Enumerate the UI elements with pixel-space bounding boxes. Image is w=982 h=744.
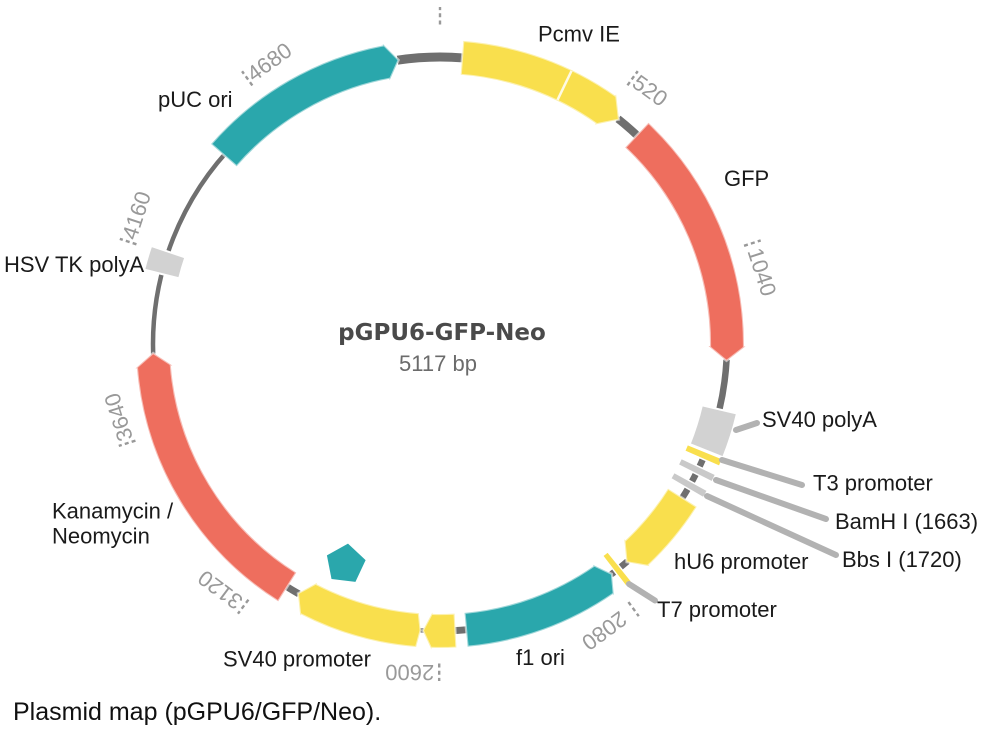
feature-label-hsv-tk-polya: HSV TK polyA: [4, 252, 145, 277]
feature-label-pcmv-ie: Pcmv IE: [538, 22, 620, 47]
tick-label-4160: 4160: [117, 188, 156, 242]
tick-label-520: 520: [628, 70, 672, 112]
feature-hu6-promoter: [622, 487, 699, 568]
feature-sv40-polya: [688, 404, 739, 459]
feature-label-bbsi-site: Bbs I (1720): [842, 547, 962, 572]
feature-hsv-tk-polya: [143, 244, 187, 280]
feature-sv40-promoter-arrow: [421, 611, 458, 650]
tick-3640: [118, 439, 136, 448]
feature-sv40-promoter: [296, 580, 422, 649]
tick-label-2600: 2600: [385, 660, 434, 685]
feature-label-t7-promoter: T7 promoter: [657, 597, 777, 622]
backbone-connector-0: [396, 52, 464, 65]
feature-puc-ori: [209, 40, 401, 168]
feature-label-t3-promoter: T3 promoter: [813, 471, 933, 496]
feature-label-f1-ori: f1 ori: [516, 645, 565, 670]
label-leader-lines: [626, 420, 839, 604]
backbone-connector-2: [715, 359, 730, 412]
plasmid-size: 5117 bp: [399, 351, 477, 376]
tick-3120: [236, 598, 250, 615]
feature-label-sv40-promoter: SV40 promoter: [223, 647, 371, 672]
feature-label-hu6-promoter: hU6 promoter: [674, 549, 809, 574]
feature-pcmv-ie-divider-0: [556, 70, 573, 101]
backbone-connector-1: [615, 115, 641, 139]
feature-label-kanamycin-2: Neomycin: [52, 524, 150, 549]
tick-label-1040: 1040: [743, 245, 782, 299]
leader-sv40-polya: [733, 420, 760, 433]
feature-label-puc-ori: pUC ori: [158, 87, 233, 112]
feature-bbsi-site: [669, 471, 709, 499]
feature-label-sv40-polya: SV40 polyA: [762, 407, 877, 432]
plasmid-name: pGPU6-GFP-Neo: [338, 320, 546, 346]
leader-bamhi-site: [713, 477, 829, 522]
leader-bbsi-site: [704, 493, 839, 558]
feature-gfp: [623, 121, 749, 363]
tick-1040: [743, 239, 762, 247]
feature-label-kanamycin-1: Kanamycin /: [52, 499, 174, 524]
tick-4680: [241, 70, 254, 87]
tick-label-3640: 3640: [99, 390, 138, 444]
leader-t3-promoter: [719, 457, 805, 488]
feature-label-bamhi-site: BamH I (1663): [835, 509, 978, 534]
plasmid-features: [132, 39, 749, 650]
tick-label-2080: 2080: [577, 606, 631, 655]
feature-pcmv-ie: [459, 39, 621, 127]
feature-kanamycin-neomycin: [132, 351, 298, 603]
feature-label-gfp: GFP: [724, 166, 769, 191]
tick-2080: [627, 601, 640, 617]
leader-t7-promoter: [626, 581, 658, 604]
tick-4160: [119, 237, 137, 246]
figure-caption: Plasmid map (pGPU6/GFP/Neo).: [13, 698, 382, 726]
tick-label-4680: 4680: [242, 38, 296, 87]
internal-marker-pentagon: [326, 543, 366, 582]
feature-f1-ori: [463, 562, 616, 648]
tick-520: [626, 70, 639, 86]
feature-bamhi-site: [677, 457, 717, 483]
